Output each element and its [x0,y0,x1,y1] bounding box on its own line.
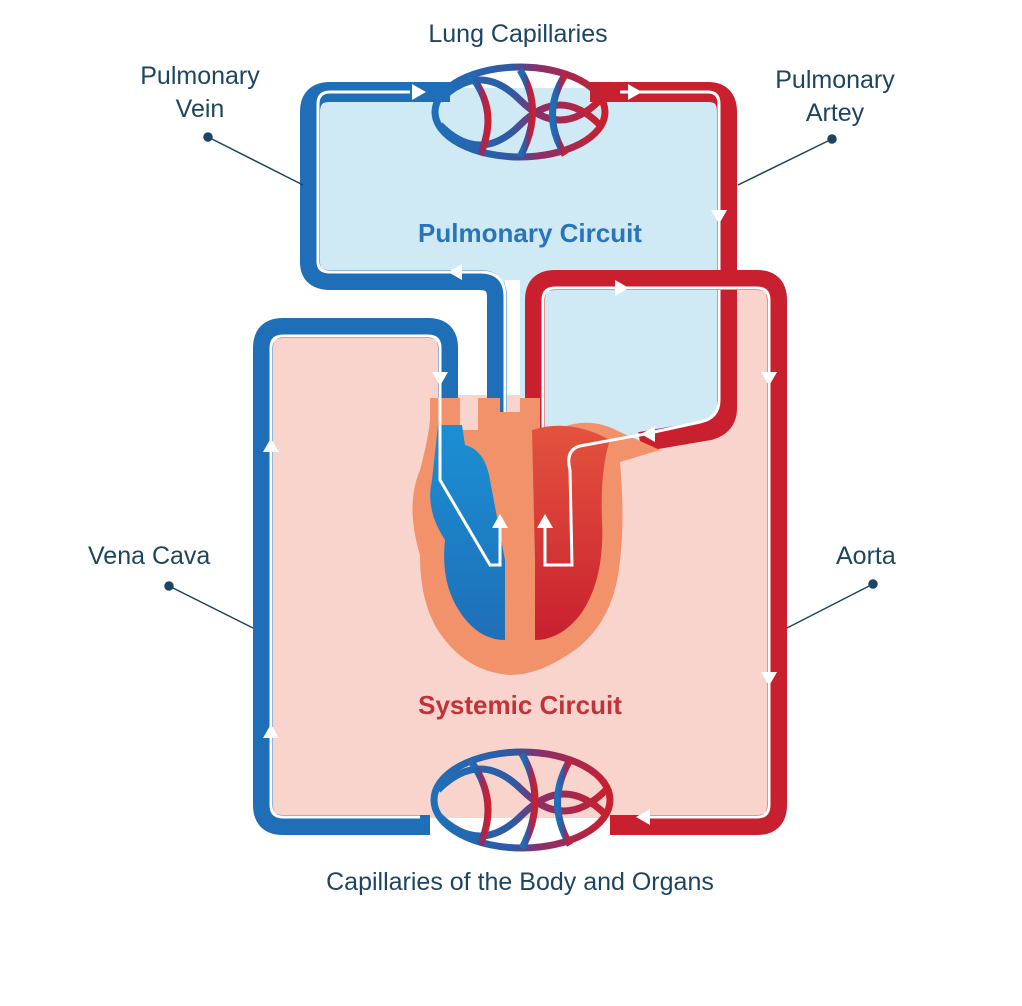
pulmonary-artery-label-line1: Pulmonary [775,66,895,94]
pulmonary-vein-label: Pulmonary Vein [110,60,290,125]
arrow-heart-left-up [492,514,508,528]
heart-flow-right [543,432,646,567]
aorta-label: Aorta [836,542,896,570]
body-capillaries-label: Capillaries of the Body and Organs [326,868,714,896]
heart [412,385,660,675]
aorta-leader [786,583,874,629]
flow-arrows [263,84,777,825]
heart-flow-left [438,385,502,567]
heart-left-chamber [430,425,505,640]
aorta-flow-line [541,286,771,819]
arrow-vena-cava-top-down [432,372,448,386]
arrow-aorta-down-1 [761,372,777,386]
lung-capillaries [431,63,609,161]
systemic-circuit-label: Systemic Circuit [418,690,622,720]
pulmonary-vein-leader [207,136,304,186]
aorta-vessel [525,270,787,835]
arrow-pulmonary-artery-top [628,84,642,100]
pulmonary-artery-label-line2: Artey [805,98,865,127]
pulmonary-artery-flow-line [620,90,721,436]
arrow-pulmonary-vein-bottom [448,264,462,280]
arrow-aorta-bottom [636,809,650,825]
vena-cava-leader [168,585,254,629]
leader-lines [164,132,878,629]
pulmonary-artery-leader [737,138,833,186]
arrow-vena-cava-up-2 [263,724,279,738]
heart-septum [505,440,520,650]
lung-capillaries-label: Lung Capillaries [428,20,608,48]
pulmonary-vein-label-line1: Pulmonary [140,62,260,90]
arrow-aorta-top [615,280,629,296]
vena-cava-flow-line [269,334,442,819]
arrow-pulmonary-vein-top [412,84,426,100]
pulmonary-artery-label: Pulmonary Artey [745,64,925,129]
vena-cava-label: Vena Cava [88,542,211,570]
pulmonary-vein-label-line2: Vein [175,94,225,123]
pulmonary-vein-flow-line [316,90,507,540]
arrow-pulmonary-artery-entry [641,426,655,442]
arrow-aorta-down-2 [761,672,777,686]
arrow-pulmonary-artery-down [711,210,727,224]
body-capillaries [430,748,614,852]
arrow-heart-right-up [537,514,553,528]
pulmonary-fill [312,88,727,440]
pulmonary-circuit-label: Pulmonary Circuit [418,218,642,248]
vena-cava-vessel [253,318,458,835]
arrow-vena-cava-up-1 [263,438,279,452]
pulmonary-vein-vessel [300,82,507,650]
